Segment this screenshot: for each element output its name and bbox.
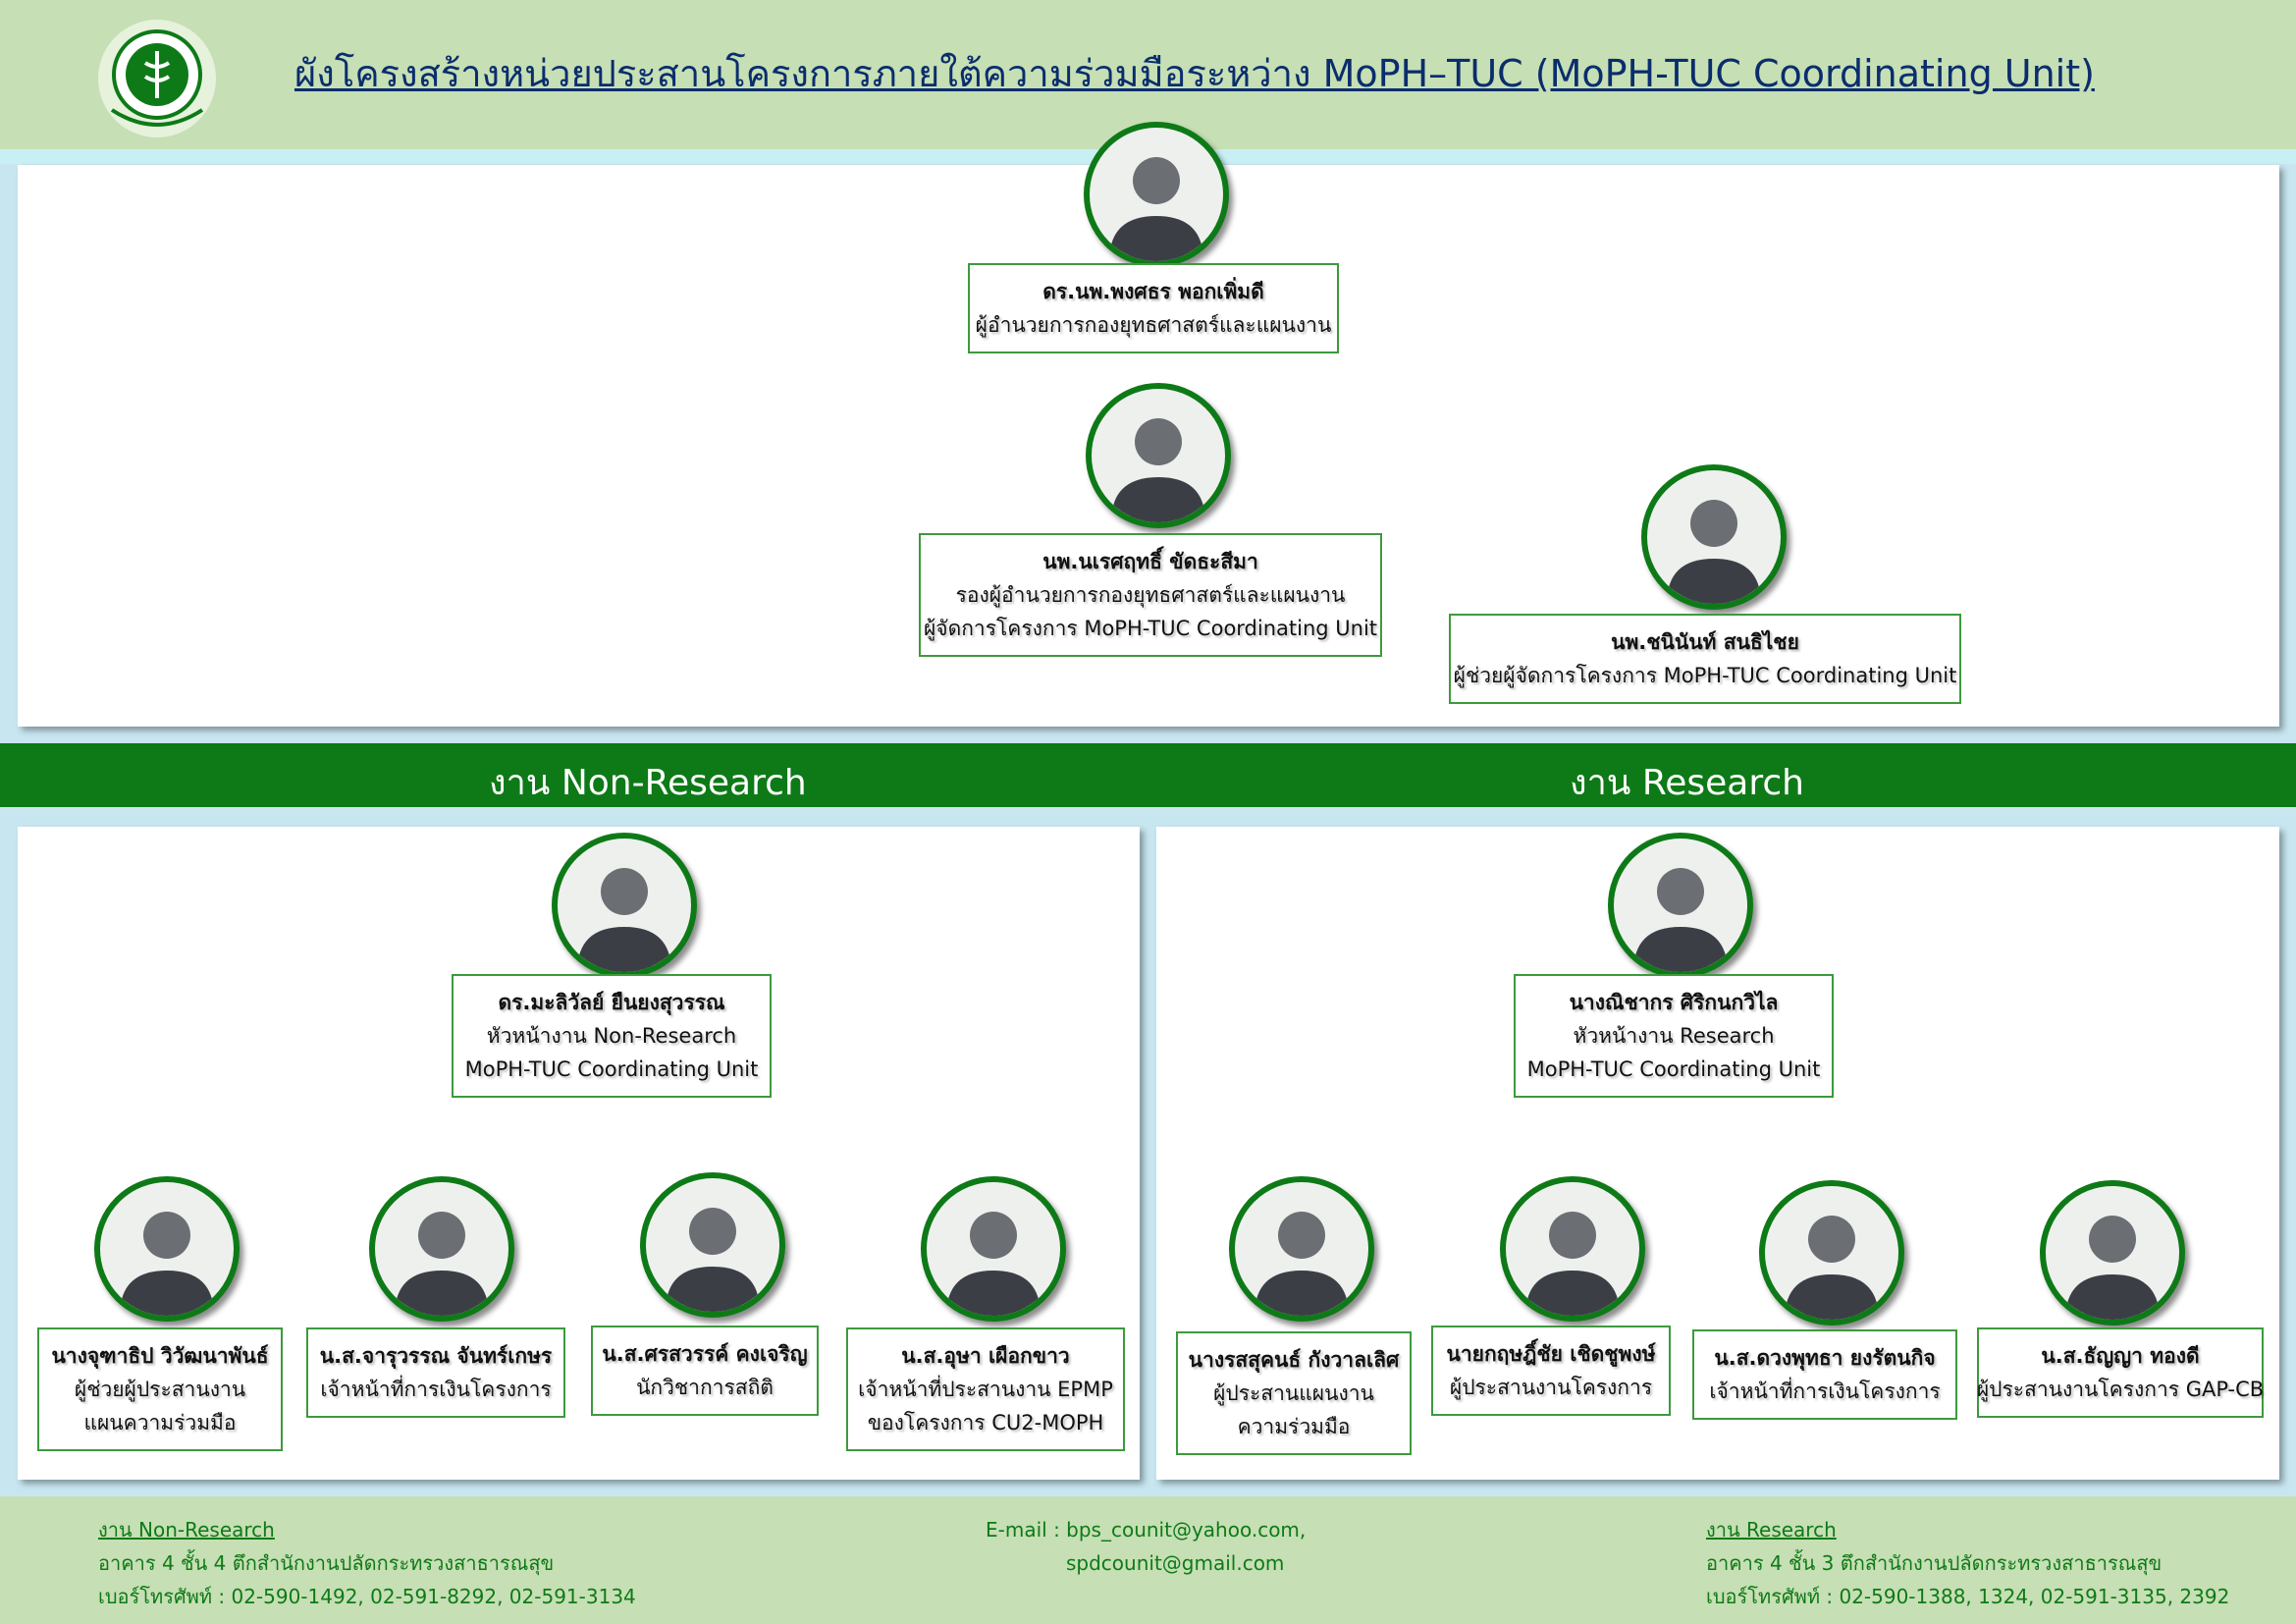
non-research-head-card: ดร.มะลิวัลย์ ยืนยงสุวรรณ หัวหน้างาน Non-… [452, 974, 772, 1098]
staff-title: เจ้าหน้าที่ประสานงาน EPMP [858, 1378, 1113, 1401]
director-avatar [1084, 122, 1229, 267]
non-research-head-name: ดร.มะลิวัลย์ ยืนยงสุวรรณ [498, 991, 725, 1014]
research-head-avatar [1608, 833, 1753, 978]
staff-title: นักวิชาการสถิติ [636, 1376, 774, 1399]
staff-title: ผู้ประสานแผนงาน [1213, 1381, 1374, 1405]
footer-research-phone: เบอร์โทรศัพท์ : 02-590-1388, 1324, 02-59… [1706, 1585, 2230, 1608]
staff-avatar [1500, 1176, 1645, 1322]
staff-card: น.ส.ศรสวรรค์ คงเจริญ นักวิชาการสถิติ [591, 1326, 819, 1416]
staff-card: น.ส.จารุวรรณ จันทร์เกษร เจ้าหน้าที่การเง… [306, 1327, 565, 1418]
footer-non-research-phone: เบอร์โทรศัพท์ : 02-590-1492, 02-591-8292… [98, 1585, 636, 1608]
project-manager-avatar [1086, 383, 1231, 528]
footer-email-line2: spdcounit@gmail.com [1066, 1551, 1285, 1575]
staff-card: น.ส.ดวงพุทธา ยงรัตนกิจ เจ้าหน้าที่การเงิ… [1692, 1329, 1957, 1420]
staff-title: แผนความร่วมมือ [83, 1411, 237, 1435]
staff-avatar [369, 1176, 514, 1322]
staff-name: นางรสสุคนธ์ กังวาลเลิศ [1188, 1348, 1400, 1372]
director-title: ผู้อำนวยการกองยุทธศาสตร์และแผนงาน [975, 313, 1332, 337]
footer-research-address: อาคาร 4 ชั้น 3 ตึกสำนักงานปลัดกระทรวงสาธ… [1706, 1551, 2163, 1575]
non-research-head-unit: MoPH-TUC Coordinating Unit [464, 1057, 759, 1081]
project-manager-card: นพ.นเรศฤทธิ์ ขัดธะสีมา รองผู้อำนวยการกอง… [919, 533, 1382, 657]
director-card: ดร.นพ.พงศธร พอกเพิ่มดี ผู้อำนวยการกองยุท… [968, 263, 1339, 353]
moph-logo-icon [98, 20, 216, 137]
research-head-card: นางณิชากร ศิริกนกวิไล หัวหน้างาน Researc… [1514, 974, 1834, 1098]
staff-name: น.ส.ศรสวรรค์ คงเจริญ [602, 1342, 808, 1366]
footer-bar [0, 1496, 2296, 1624]
project-manager-title: รองผู้อำนวยการกองยุทธศาสตร์และแผนงาน [955, 583, 1346, 607]
non-research-section-title: งาน Non-Research [489, 763, 807, 803]
staff-name: น.ส.ดวงพุทธา ยงรัตนกิจ [1714, 1346, 1936, 1370]
footer-non-research-address: อาคาร 4 ชั้น 4 ตึกสำนักงานปลัดกระทรวงสาธ… [98, 1551, 555, 1575]
staff-title: ความร่วมมือ [1237, 1415, 1351, 1438]
non-research-head-title: หัวหน้างาน Non-Research [486, 1024, 737, 1048]
non-research-head-avatar [552, 833, 697, 978]
research-head-unit: MoPH-TUC Coordinating Unit [1526, 1057, 1821, 1081]
director-name: ดร.นพ.พงศธร พอกเพิ่มดี [1042, 280, 1264, 303]
staff-title: ผู้ประสานงานโครงการ GAP-CB [1976, 1378, 2265, 1401]
research-section-title: งาน Research [1570, 763, 1804, 803]
staff-card: น.ส.อุษา เผือกขาว เจ้าหน้าที่ประสานงาน E… [846, 1327, 1125, 1451]
research-head-name: นางณิชากร ศิริกนกวิไล [1569, 991, 1779, 1014]
staff-name: น.ส.ธัญญา ทองดี [2041, 1344, 2200, 1368]
staff-card: นางจุฑาธิป วิวัฒนาพันธ์ ผู้ช่วยผู้ประสาน… [37, 1327, 283, 1451]
staff-avatar [2040, 1180, 2185, 1326]
staff-title: เจ้าหน้าที่การเงินโครงการ [320, 1378, 552, 1401]
staff-avatar [94, 1176, 240, 1322]
staff-card: น.ส.ธัญญา ทองดี ผู้ประสานงานโครงการ GAP-… [1977, 1327, 2264, 1418]
assistant-manager-title: ผู้ช่วยผู้จัดการโครงการ MoPH-TUC Coordin… [1453, 664, 1957, 687]
staff-name: น.ส.จารุวรรณ จันทร์เกษร [319, 1344, 553, 1368]
staff-name: นายกฤษฎิ์ชัย เชิดชูพงษ์ [1446, 1342, 1656, 1366]
staff-name: นางจุฑาธิป วิวัฒนาพันธ์ [51, 1344, 269, 1368]
assistant-manager-card: นพ.ชนินันท์ สนธิไชย ผู้ช่วยผู้จัดการโครง… [1449, 614, 1961, 704]
staff-card: นางรสสุคนธ์ กังวาลเลิศ ผู้ประสานแผนงาน ค… [1176, 1331, 1412, 1455]
staff-avatar [921, 1176, 1066, 1322]
staff-title: เจ้าหน้าที่การเงินโครงการ [1709, 1380, 1941, 1403]
footer-research-title: งาน Research [1706, 1518, 1837, 1542]
staff-title: ผู้ประสานงานโครงการ [1449, 1376, 1653, 1399]
staff-card: นายกฤษฎิ์ชัย เชิดชูพงษ์ ผู้ประสานงานโครง… [1431, 1326, 1671, 1416]
staff-title: ของโครงการ CU2-MOPH [867, 1411, 1104, 1435]
staff-avatar [640, 1172, 785, 1318]
staff-title: ผู้ช่วยผู้ประสานงาน [74, 1378, 246, 1401]
research-head-title: หัวหน้างาน Research [1573, 1024, 1775, 1048]
assistant-manager-avatar [1641, 464, 1787, 610]
staff-avatar [1229, 1176, 1374, 1322]
staff-name: น.ส.อุษา เผือกขาว [901, 1344, 1070, 1368]
footer-non-research-title: งาน Non-Research [98, 1518, 275, 1542]
section-header-band [0, 743, 2296, 807]
project-manager-name: นพ.นเรศฤทธิ์ ขัดธะสีมา [1042, 550, 1258, 573]
footer-email-line1: E-mail : bps_counit@yahoo.com, [986, 1518, 1307, 1542]
page-title: ผังโครงสร้างหน่วยประสานโครงการภายใต้ความ… [294, 52, 2095, 95]
staff-avatar [1759, 1180, 1904, 1326]
assistant-manager-name: นพ.ชนินันท์ สนธิไชย [1611, 630, 1799, 654]
project-manager-role: ผู้จัดการโครงการ MoPH-TUC Coordinating U… [923, 617, 1378, 640]
